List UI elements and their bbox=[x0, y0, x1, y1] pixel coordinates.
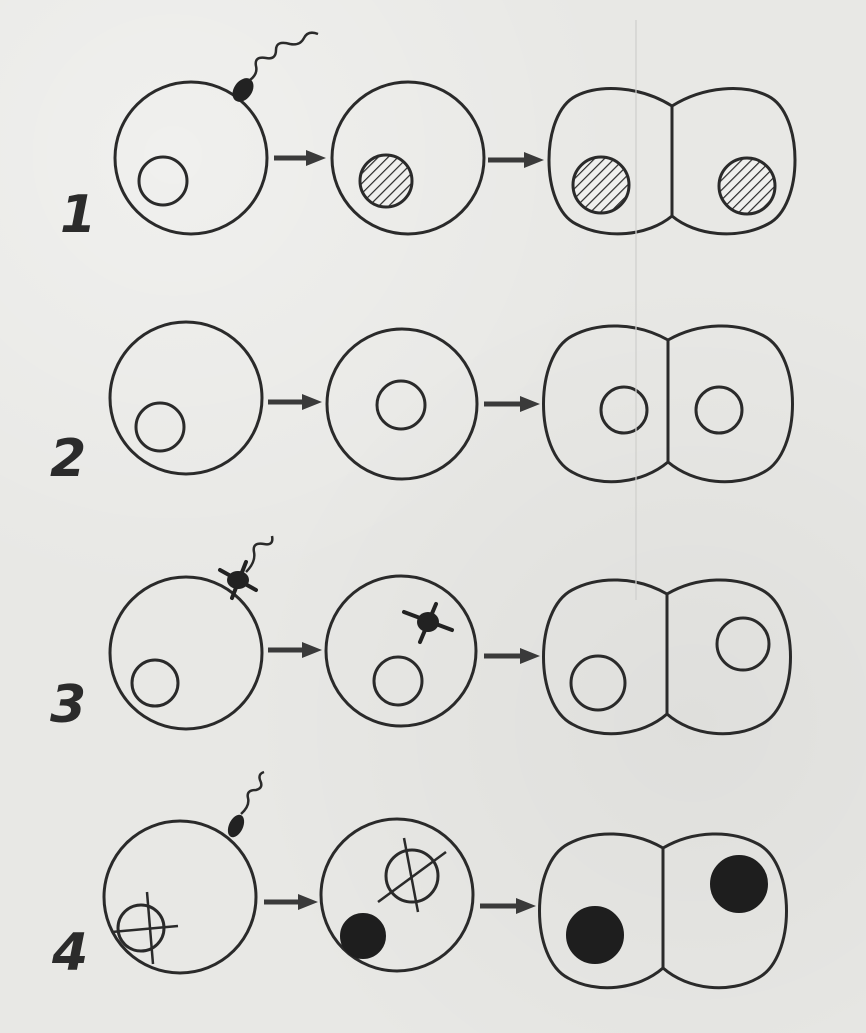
zygote-cell bbox=[330, 80, 486, 236]
aster-icon bbox=[437, 392, 465, 420]
egg-cell bbox=[108, 320, 264, 476]
aster-icon bbox=[340, 665, 368, 693]
dividing-cell bbox=[325, 327, 479, 481]
egg-cell bbox=[113, 80, 269, 236]
egg-nucleus bbox=[137, 155, 189, 207]
hatched-nucleus bbox=[571, 155, 631, 215]
dark-nucleus bbox=[566, 906, 624, 964]
arrow-icon bbox=[480, 898, 536, 914]
arrow-icon bbox=[484, 396, 540, 412]
row-3 bbox=[108, 535, 792, 736]
arrow-icon bbox=[264, 894, 318, 910]
dark-nucleus bbox=[710, 855, 768, 913]
row-1 bbox=[113, 31, 797, 236]
hatched-nucleus bbox=[358, 153, 414, 209]
two-cell-stage bbox=[538, 832, 788, 990]
crossed-nucleus-icon bbox=[111, 891, 179, 965]
dark-nucleus bbox=[340, 913, 386, 959]
aster-icon bbox=[329, 889, 357, 917]
central-nucleus bbox=[372, 655, 424, 707]
sperm-icon bbox=[232, 31, 319, 102]
arrow-icon bbox=[488, 152, 544, 168]
egg-cell bbox=[108, 575, 264, 731]
sperm-icon bbox=[227, 770, 265, 838]
daughter-nucleus bbox=[569, 654, 627, 712]
central-nucleus bbox=[375, 379, 427, 431]
dividing-cell bbox=[324, 574, 478, 728]
aster-icon bbox=[384, 942, 412, 970]
crossed-nucleus-icon bbox=[377, 837, 447, 913]
sperm-chromatin-icon bbox=[402, 602, 454, 644]
row-label-2: 2 bbox=[50, 429, 86, 489]
hatched-nucleus bbox=[717, 156, 777, 216]
aster-icon bbox=[433, 665, 461, 693]
daughter-nucleus bbox=[715, 616, 771, 672]
egg-nucleus bbox=[130, 658, 180, 708]
arrow-icon bbox=[268, 642, 322, 658]
egg-cell bbox=[102, 819, 258, 975]
row-4 bbox=[102, 770, 788, 990]
two-cell-stage bbox=[542, 324, 794, 484]
aster-icon bbox=[339, 392, 367, 420]
dividing-cell bbox=[319, 817, 475, 973]
egg-nucleus bbox=[134, 401, 186, 453]
arrow-icon bbox=[274, 150, 326, 166]
two-cell-stage bbox=[547, 87, 797, 236]
row-label-3: 3 bbox=[50, 675, 86, 735]
daughter-nucleus bbox=[599, 385, 649, 435]
daughter-nucleus bbox=[694, 385, 744, 435]
row-2 bbox=[108, 320, 794, 484]
irradiated-sperm-icon bbox=[218, 535, 274, 600]
row-label-4: 4 bbox=[51, 923, 88, 983]
arrow-icon bbox=[268, 394, 322, 410]
row-label-1: 1 bbox=[60, 185, 96, 245]
two-cell-stage bbox=[542, 578, 792, 736]
arrow-icon bbox=[484, 648, 540, 664]
